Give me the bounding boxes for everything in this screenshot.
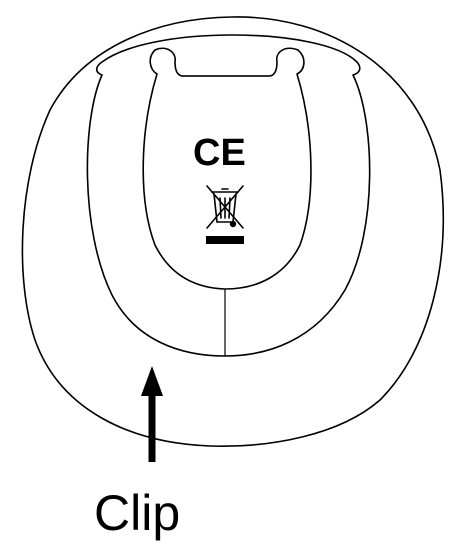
device-outer-body bbox=[21, 16, 445, 447]
arrow-up-icon bbox=[141, 366, 163, 462]
clip-callout-label: Clip bbox=[94, 485, 180, 541]
ce-mark-text: CE bbox=[193, 132, 246, 174]
ce-mark-icon: CE bbox=[193, 132, 246, 174]
clip-outer-edge bbox=[86, 34, 371, 357]
clip-inner-edge bbox=[142, 47, 312, 290]
crossed-out-wheelie-bin-icon bbox=[206, 185, 244, 244]
